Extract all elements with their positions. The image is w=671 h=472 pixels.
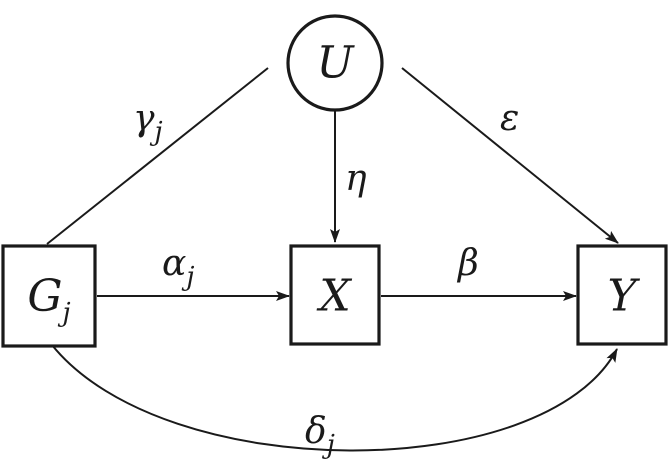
edge-label-beta: β <box>456 243 479 284</box>
node-u: U <box>286 14 384 112</box>
node-label-g: Gj <box>27 271 70 328</box>
node-label-u: U <box>316 38 355 89</box>
edge-label-gamma: γj <box>133 98 163 147</box>
edge-label-eta: η <box>345 158 367 199</box>
edge-label-alpha: αj <box>162 243 194 292</box>
node-x: X <box>289 244 381 346</box>
edge-label-epsilon: ε <box>500 98 519 139</box>
edge-g-y <box>51 344 618 452</box>
node-g: Gj <box>1 244 97 348</box>
node-label-y: Y <box>607 271 640 322</box>
edge-g-u <box>46 67 269 245</box>
edge-label-delta: δj <box>305 411 335 460</box>
edge-u-y <box>401 67 619 244</box>
node-y: Y <box>576 244 668 346</box>
node-label-x: X <box>316 271 352 322</box>
